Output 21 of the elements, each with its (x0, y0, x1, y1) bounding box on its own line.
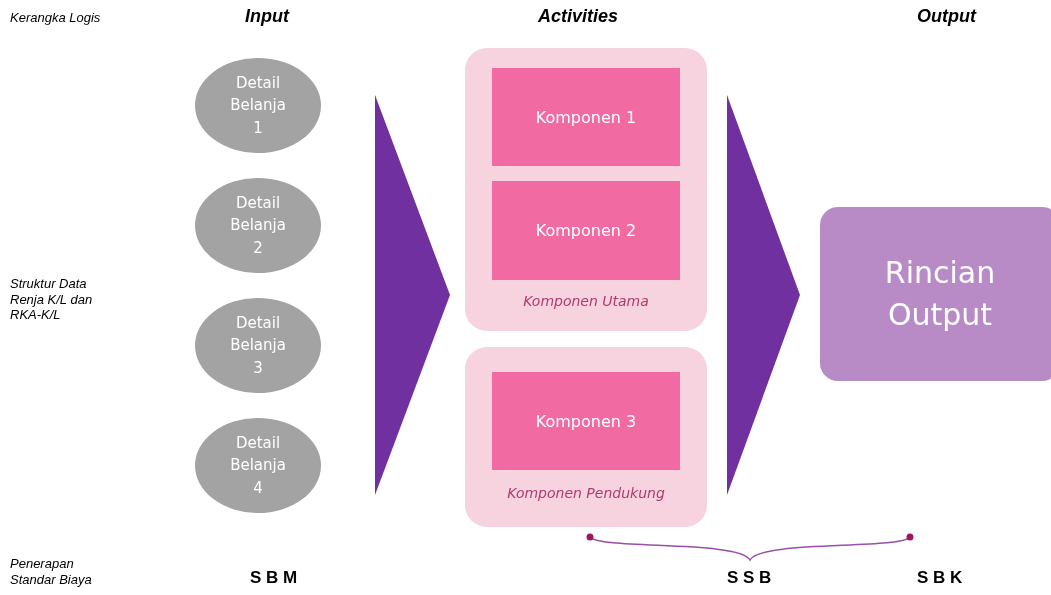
column-heading: Input (245, 6, 289, 27)
group-panel (465, 48, 707, 331)
component-box: Komponen 1 (492, 68, 680, 166)
ellipse-node: Detail Belanja 4 (195, 418, 321, 513)
ellipse-node: Detail Belanja 2 (195, 178, 321, 273)
output-box: Rincian Output (820, 207, 1051, 381)
row-heading: Penerapan Standar Biaya (10, 556, 93, 588)
row-heading: Kerangka Logis (10, 10, 101, 25)
cost-standard-label: S B K (917, 568, 963, 588)
column-heading: Output (917, 6, 976, 27)
ellipse-node: Detail Belanja 1 (195, 58, 321, 153)
cost-standard-label: S B M (250, 568, 298, 588)
cost-standard-label: S S B (727, 568, 772, 588)
group-panel (465, 347, 707, 527)
column-heading: Activities (538, 6, 619, 27)
group-title: Komponen Utama (522, 293, 650, 309)
ellipse-node: Detail Belanja 3 (195, 298, 321, 393)
component-box: Komponen 3 (492, 372, 680, 470)
component-box: Komponen 2 (492, 181, 680, 280)
group-title: Komponen Pendukung (506, 485, 666, 501)
row-heading: Struktur Data Renja K/L dan RKA-K/L (10, 276, 94, 323)
